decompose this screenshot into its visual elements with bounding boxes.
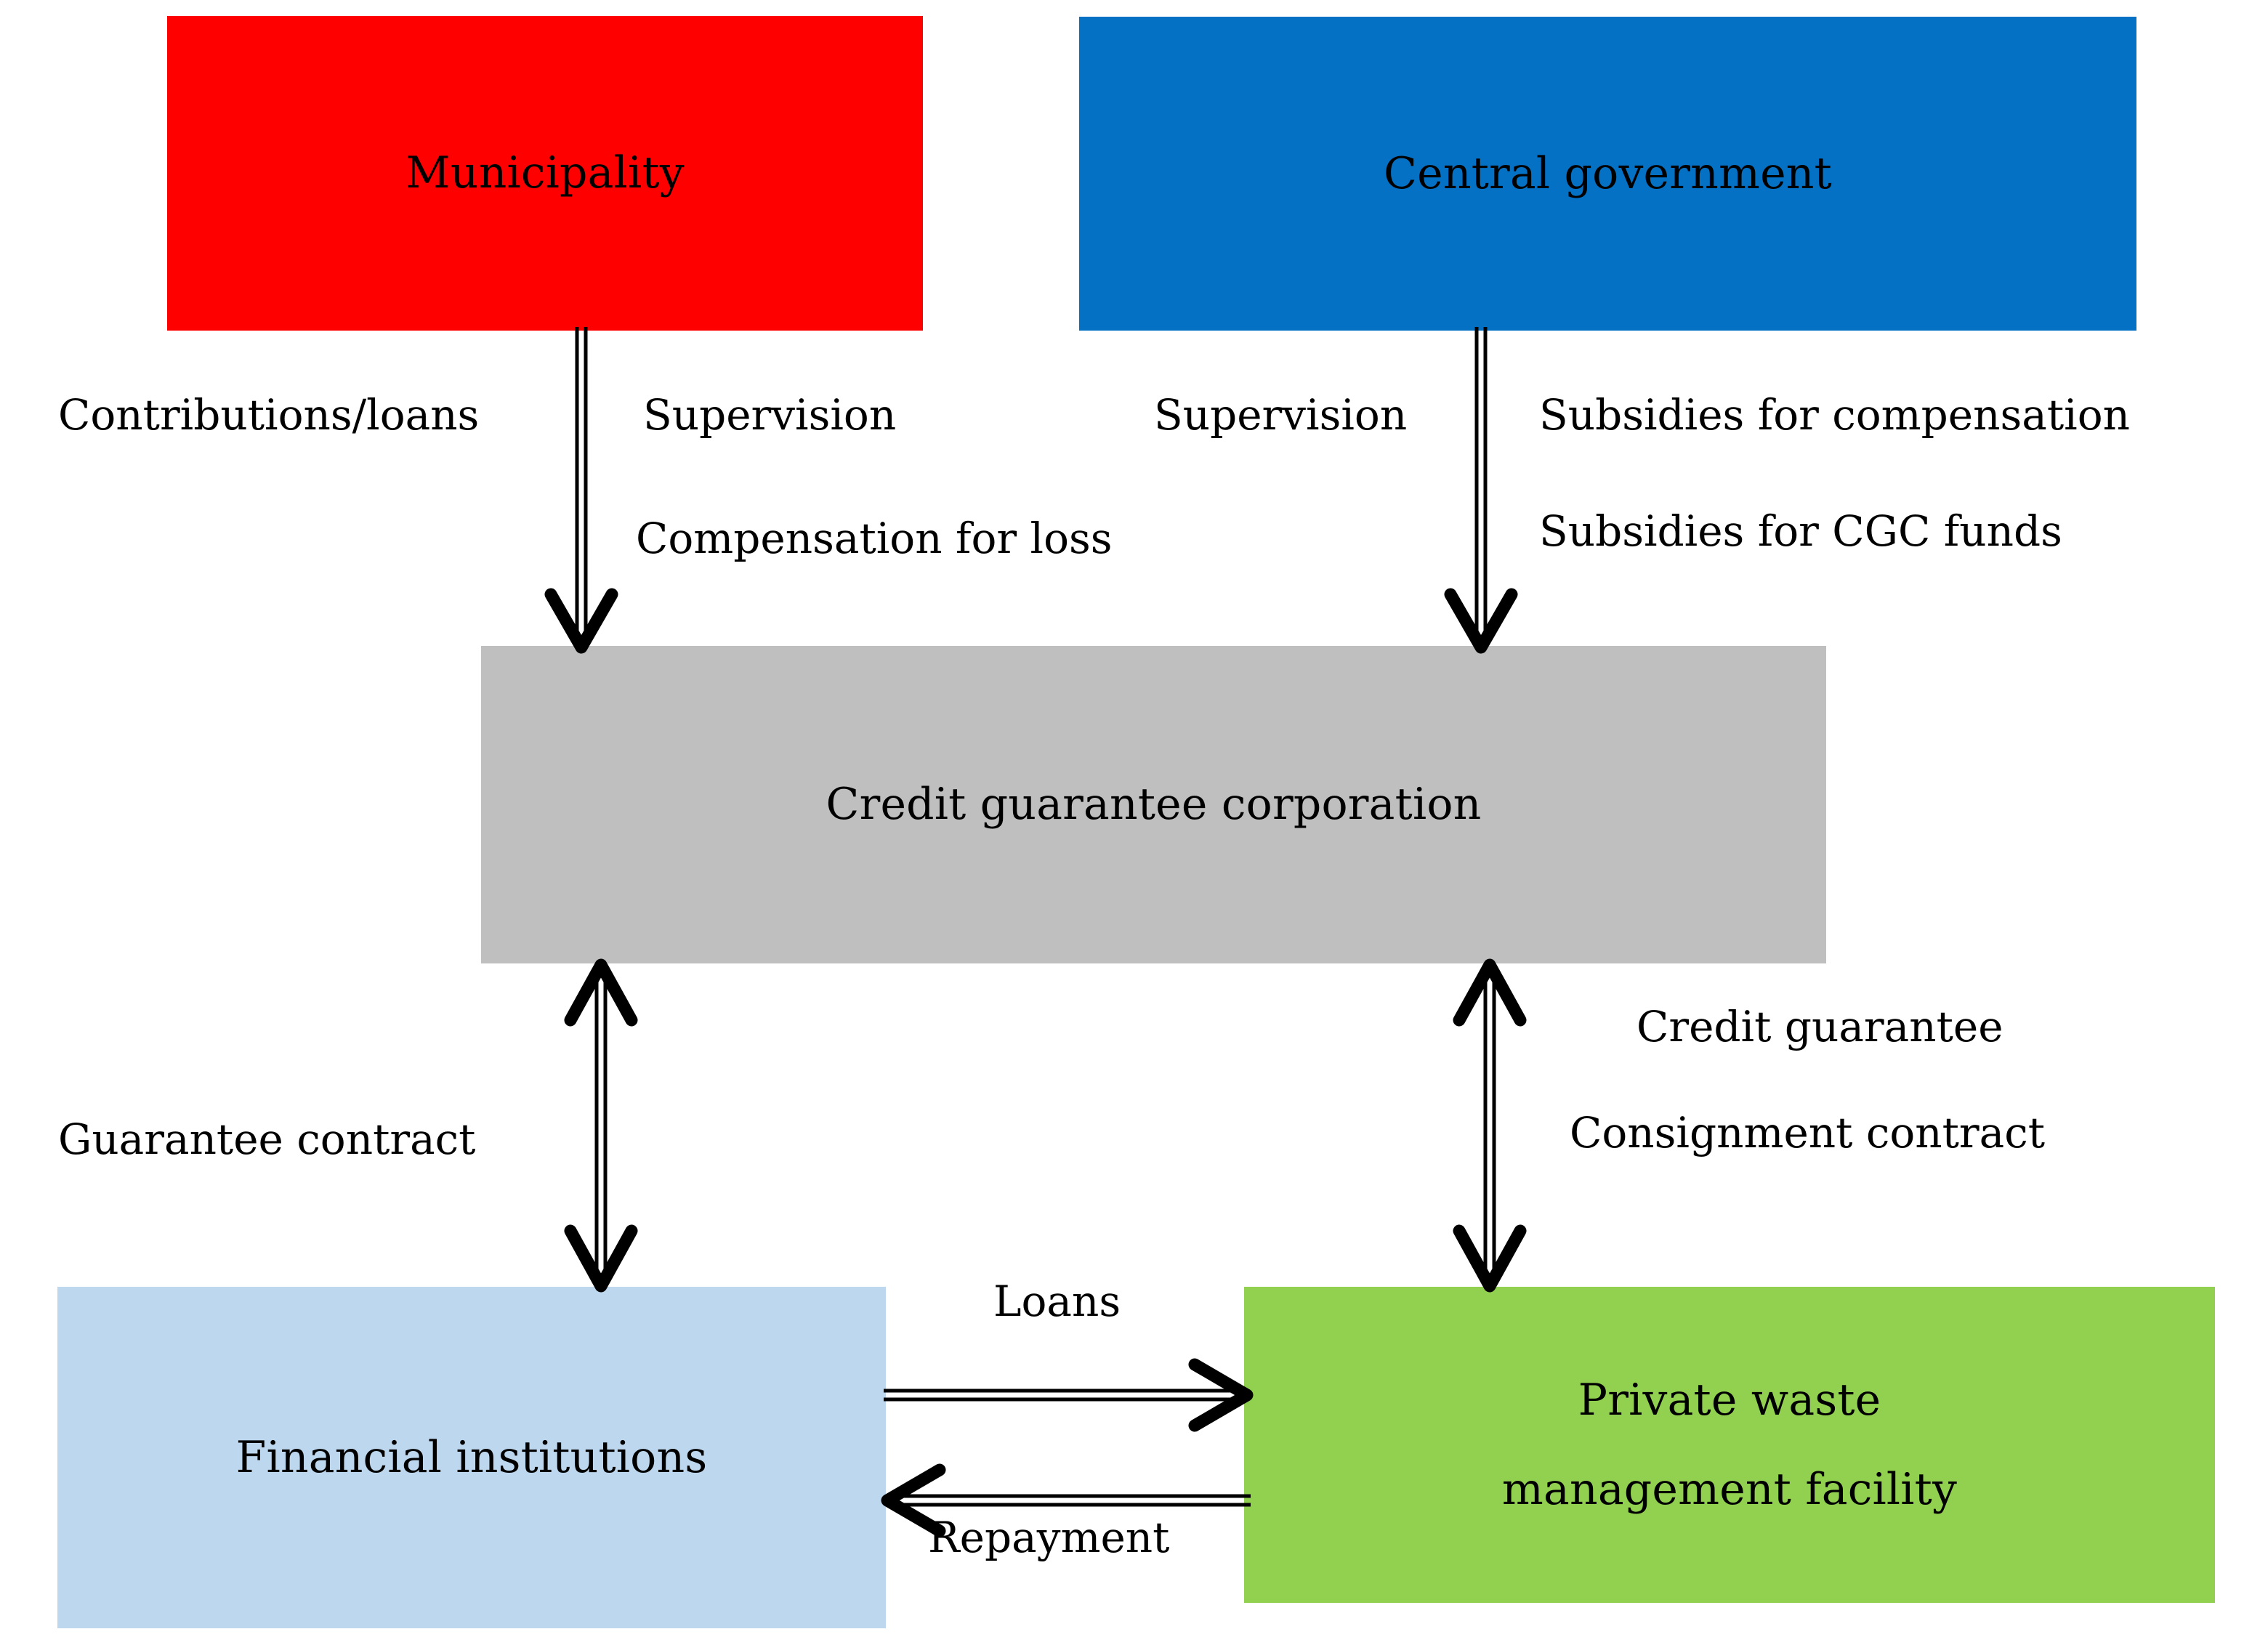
arrow-cgc-private-waste-bidirectional xyxy=(1453,958,1527,1293)
edge-label-subsidies-for-compensation: Subsidies for compensation xyxy=(1539,390,2130,440)
edge-label-supervision-left: Supervision xyxy=(643,390,897,440)
node-private-waste-label-line1: Private waste xyxy=(1578,1374,1881,1426)
edge-label-supervision-right: Supervision xyxy=(1154,390,1408,440)
node-financial-institutions[interactable]: Financial institutions xyxy=(57,1287,886,1628)
edge-label-guarantee-contract: Guarantee contract xyxy=(58,1115,476,1164)
node-credit-guarantee-corporation-label: Credit guarantee corporation xyxy=(826,779,1482,830)
arrow-cgc-financial-institutions-bidirectional xyxy=(564,958,638,1293)
edge-label-loans: Loans xyxy=(993,1277,1121,1326)
node-private-waste-management-facility[interactable]: Private waste management facility xyxy=(1244,1287,2215,1603)
edge-label-subsidies-for-cgc-funds: Subsidies for CGC funds xyxy=(1539,506,2062,556)
arrow-repayment-private-waste-to-financial xyxy=(881,1463,1251,1537)
node-municipality[interactable]: Municipality xyxy=(167,16,923,331)
node-municipality-label: Municipality xyxy=(405,147,685,198)
arrow-loans-financial-to-private-waste xyxy=(884,1358,1254,1432)
edge-label-repayment: Repayment xyxy=(928,1513,1170,1562)
edge-label-contributions-loans: Contributions/loans xyxy=(58,390,480,440)
arrow-municipality-to-cgc xyxy=(544,327,618,654)
node-financial-institutions-label: Financial institutions xyxy=(235,1431,708,1483)
edge-label-consignment-contract: Consignment contract xyxy=(1570,1108,2046,1157)
edge-label-credit-guarantee: Credit guarantee xyxy=(1637,1002,2003,1051)
arrow-central-government-to-cgc xyxy=(1444,327,1518,654)
edge-label-compensation-for-loss: Compensation for loss xyxy=(636,514,1113,563)
node-central-government[interactable]: Central government xyxy=(1079,17,2136,331)
node-private-waste-label-line2: management facility xyxy=(1501,1463,1958,1515)
node-central-government-label: Central government xyxy=(1384,147,1832,199)
node-credit-guarantee-corporation[interactable]: Credit guarantee corporation xyxy=(481,646,1826,963)
